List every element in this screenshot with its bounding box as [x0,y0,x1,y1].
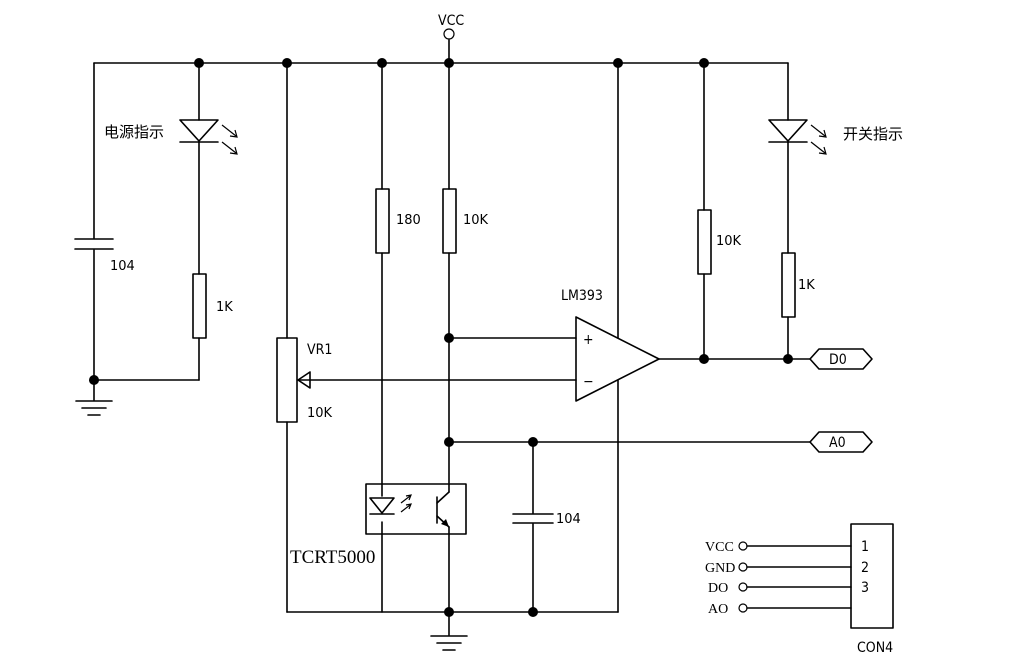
vcc-rail: VCC [93,13,789,64]
lm393-comparator: + − LM393 [299,62,811,613]
photo-resistor-value: 10K [463,213,489,228]
connector-pin-number: 2 [861,560,869,576]
power-led-label: 电源指示 [104,123,164,141]
ir-led-resistor [375,188,390,254]
pullup-resistor [697,209,712,275]
connector-name: CON4 [857,640,893,656]
port-d0: D0 [809,348,873,370]
cap-left-value: 104 [110,259,135,274]
vcc-label: VCC [438,13,464,29]
ir-led-branch: 180 [375,62,421,613]
photo-resistor [442,188,457,254]
power-led-diode [179,119,238,155]
power-led-resistor-value: 1K [216,300,233,315]
ground-rail [286,611,619,651]
port-a0-label: A0 [829,435,846,451]
connector-pin-signal: AO [708,602,728,617]
pot-name: VR1 [307,342,332,358]
minus-sign: − [583,374,594,390]
connector-pin-signal: DO [708,581,728,596]
potentiometer: VR1 10K [276,62,333,613]
plus-sign: + [583,332,594,348]
port-a0: A0 [809,431,873,453]
port-d0-label: D0 [829,352,847,368]
comparator-label: LM393 [561,288,603,304]
connector-pin: VCC 1 [705,539,869,555]
connector-pin: DO 3 [708,580,869,596]
connector-pin-signal: VCC [705,540,734,555]
cap-right-value: 104 [556,512,581,527]
power-branch: 104 电源指示 1K [74,62,238,416]
power-led-resistor [192,273,207,339]
switch-led-resistor [781,252,796,318]
junction-dots [89,58,793,617]
photo-branch: 10K [442,62,811,636]
ir-led-resistor-value: 180 [396,213,421,228]
connector-pin: GND 2 [705,560,869,576]
pot-value: 10K [307,406,333,421]
connector-con4: CON4 VCC 1 GND 2 DO 3 AO [705,523,894,656]
pullup-resistor-value: 10K [716,234,742,249]
switch-led-resistor-value: 1K [798,278,815,293]
connector-pin-number: 3 [861,580,869,596]
output-branch: 10K 开关指示 1K [697,62,903,360]
connector-pin-signal: GND [705,561,735,576]
tcrt5000-sensor: TCRT5000 [290,483,467,568]
ground-symbol-left [75,400,113,416]
switch-led-diode [768,119,827,155]
filter-capacitor: 104 [512,441,581,613]
sensor-label: TCRT5000 [290,547,375,568]
switch-led-label: 开关指示 [843,125,903,143]
connector-pin: AO [708,602,852,617]
connector-pin-number: 1 [861,539,869,555]
